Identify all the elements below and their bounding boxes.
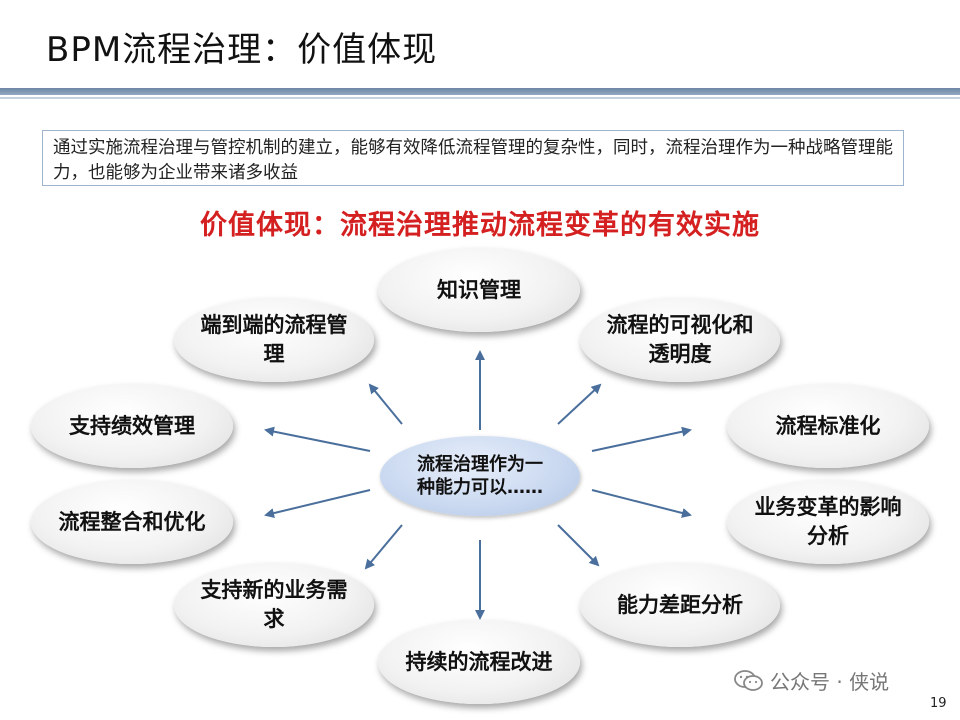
arrow-impact [591,489,692,518]
arrow-standardization [591,426,692,452]
node-knowledge-management: 知识管理 [378,248,580,332]
node-performance-management: 支持绩效管理 [31,384,233,468]
watermark-text: 公众号 · 侠说 [770,670,890,694]
node-end-to-end-process: 端到端的流程管理 [174,298,374,382]
arrow-gap [557,524,600,567]
title-rule [0,88,960,95]
arrow-visibility [557,383,602,425]
node-process-visibility: 流程的可视化和透明度 [580,298,780,382]
intro-box: 通过实施流程治理与管控机制的建立，能够有效降低流程管理的复杂性，同时，流程治理作… [42,130,904,186]
title-rule-secondary [0,97,960,99]
center-node: 流程治理作为一种能力可以…… [380,436,580,516]
arrow-performance [264,426,371,452]
node-continuous-improvement: 持续的流程改进 [378,620,580,704]
arrow-end-to-end [368,383,403,425]
node-integration-optimization: 流程整合和优化 [31,480,233,564]
arrow-new-business [364,524,403,570]
node-capability-gap-analysis: 能力差距分析 [580,563,780,647]
diagram-subtitle: 价值体现：流程治理推动流程变革的有效实施 [200,210,760,241]
arrow-integration [264,489,371,518]
page-number: 19 [930,696,947,711]
page-title: BPM流程治理：价值体现 [46,30,438,70]
node-process-standardization: 流程标准化 [727,384,929,468]
node-change-impact-analysis: 业务变革的影响分析 [727,480,929,564]
wechat-icon [734,669,763,691]
node-new-business-needs: 支持新的业务需求 [174,563,374,647]
watermark: 公众号 · 侠说 [734,666,889,695]
